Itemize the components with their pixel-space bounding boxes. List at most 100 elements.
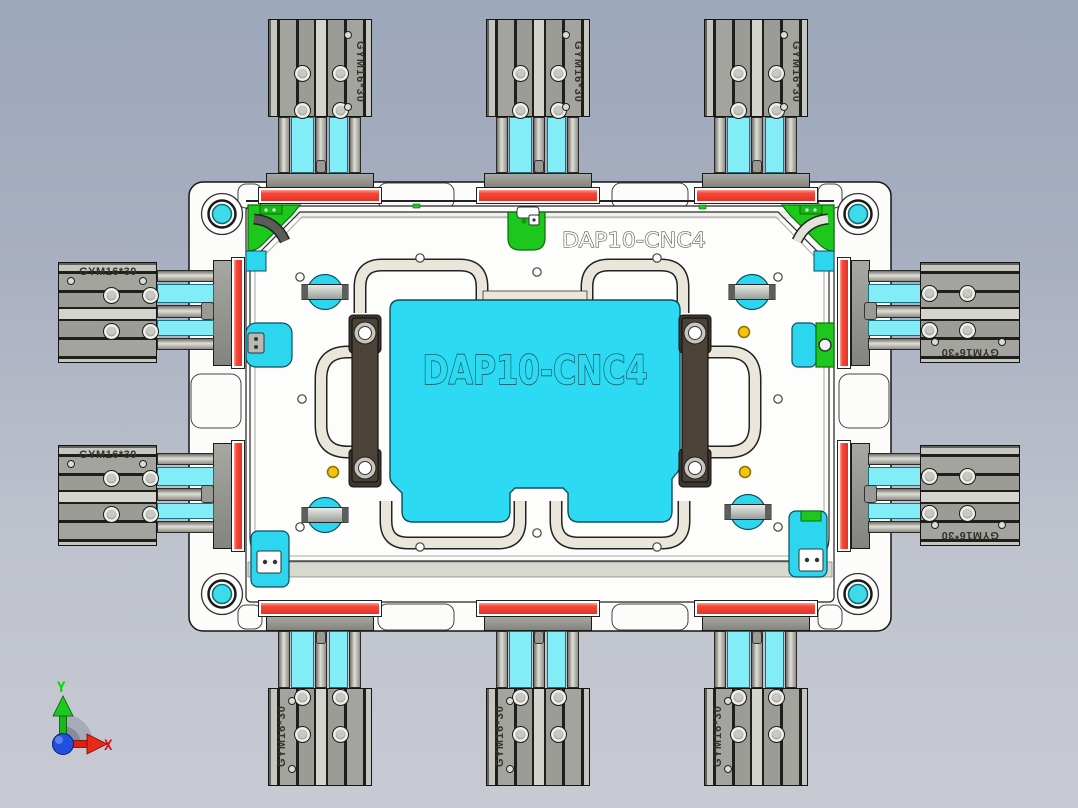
small-screw-icon [139, 460, 147, 468]
cylinder-label: GYM16*30 [494, 705, 506, 767]
workpiece[interactable] [389, 299, 681, 523]
plate-engraving: DAP10-CNC4 [562, 228, 706, 252]
cylinder-body[interactable] [268, 19, 372, 117]
clamp-plate-red [695, 601, 817, 616]
cylinder-slot [157, 284, 214, 303]
cylinder-body[interactable] [704, 19, 808, 117]
small-screw-icon [724, 697, 732, 705]
cap-screw-icon [511, 64, 529, 82]
cap-screw-icon [729, 725, 747, 743]
cylinder-slot [157, 320, 214, 336]
pneumatic-cylinder-bottom-3[interactable]: GYM16*30 [695, 601, 817, 788]
cylinder-label: GYM16*30 [941, 529, 999, 541]
cylinder-body[interactable] [704, 688, 808, 786]
clamp-bar-left[interactable] [348, 314, 382, 488]
clamp-bottom-left[interactable] [250, 530, 290, 588]
cap-screw-icon [331, 64, 349, 82]
pneumatic-cylinder-left-1[interactable]: GYM16*30 [58, 258, 244, 368]
clamp-right-upper[interactable] [791, 322, 835, 368]
clamp-plate-red [477, 188, 599, 203]
guide-rod [868, 270, 922, 282]
clamp-guide-bridges [314, 258, 762, 550]
pneumatic-cylinder-bottom-1[interactable]: GYM16*30 [259, 601, 381, 788]
cylinder-slot [868, 503, 922, 519]
pneumatic-cylinder-left-2[interactable]: GYM16*30 [58, 441, 244, 551]
guide-rod [868, 338, 922, 350]
cap-screw-icon [549, 688, 567, 706]
origin-sphere [52, 733, 74, 755]
cylinder-label: GYM16*30 [276, 705, 288, 767]
cap-screw-icon [141, 469, 159, 487]
pneumatic-cylinder-top-1[interactable]: GYM16*30 [259, 19, 381, 207]
piston-rod-cap [534, 160, 544, 173]
cylinder-slot [547, 631, 566, 688]
cap-screw-icon [293, 64, 311, 82]
mounting-block [213, 443, 232, 549]
guide-rod [157, 338, 214, 350]
pneumatic-cylinder-top-2[interactable]: GYM16*30 [477, 19, 599, 207]
cap-screw-icon [141, 505, 159, 523]
mounting-block [702, 173, 810, 188]
fixture-assembly[interactable]: DAP10-CNC4 [188, 181, 892, 632]
small-screw-icon [506, 765, 514, 773]
small-screw-icon [724, 765, 732, 773]
cap-screw-icon [549, 725, 567, 743]
cap-screw-icon [958, 284, 976, 302]
small-screw-icon [562, 103, 570, 111]
guide-rod [714, 117, 726, 173]
swing-clamps[interactable] [301, 273, 776, 534]
cylinder-body[interactable] [486, 19, 590, 117]
pneumatic-cylinder-top-3[interactable]: GYM16*30 [695, 19, 817, 207]
cap-screw-icon [293, 725, 311, 743]
clamp-plate-red [232, 258, 244, 368]
locator-pins-yellow [326, 325, 752, 479]
cap-screw-icon [511, 725, 529, 743]
cylinder-body[interactable] [486, 688, 590, 786]
axis-x-label: X [104, 738, 113, 754]
guide-rod [567, 117, 579, 173]
clamp-top-left[interactable] [245, 204, 302, 272]
clamp-top-center[interactable] [507, 206, 546, 251]
pneumatic-cylinder-bottom-2[interactable]: GYM16*30 [477, 601, 599, 788]
clamp-plate-red [838, 258, 850, 368]
clamp-plate-red [259, 188, 381, 203]
cylinder-slot [868, 284, 922, 303]
clamp-top-right[interactable] [780, 204, 835, 272]
guide-rod [157, 453, 214, 465]
piston-rod-cap [752, 160, 762, 173]
guide-rod [785, 117, 797, 173]
guide-rod [785, 631, 797, 688]
cap-screw-icon [920, 284, 938, 302]
small-screw-icon [288, 697, 296, 705]
cap-screw-icon [331, 725, 349, 743]
clamp-bar-right[interactable] [678, 314, 712, 488]
cap-screw-icon [767, 64, 785, 82]
cap-screw-icon [549, 64, 567, 82]
corner-bolts[interactable] [200, 192, 880, 616]
cap-screw-icon [511, 101, 529, 119]
cap-screw-icon [141, 322, 159, 340]
cylinder-slot [727, 631, 750, 688]
cylinder-slot [547, 117, 566, 173]
piston-rod-cap [316, 631, 326, 644]
cylinder-body[interactable] [920, 445, 1020, 546]
cap-screw-icon [729, 64, 747, 82]
cylinder-label: GYM16*30 [79, 449, 137, 461]
workpiece-engraving: DAP10-CNC4 [423, 348, 648, 394]
pneumatic-cylinder-right-1[interactable]: GYM16*30 [838, 258, 1020, 368]
cap-screw-icon [958, 467, 976, 485]
clamp-left-upper[interactable] [245, 322, 293, 368]
cylinder-label: GYM16*30 [712, 705, 724, 767]
cap-screw-icon [920, 321, 938, 339]
guide-rod [157, 521, 214, 533]
clamp-bottom-right[interactable] [788, 510, 828, 578]
small-screw-icon [344, 31, 352, 39]
piston-rod-cap [864, 485, 877, 503]
pneumatic-cylinder-right-2[interactable]: GYM16*30 [838, 441, 1020, 551]
cylinder-body[interactable] [920, 262, 1020, 363]
cylinder-slot [868, 320, 922, 336]
origin-highlight [55, 736, 63, 744]
small-screw-icon [931, 338, 939, 346]
small-screw-icon [998, 521, 1006, 529]
cylinder-body[interactable] [268, 688, 372, 786]
